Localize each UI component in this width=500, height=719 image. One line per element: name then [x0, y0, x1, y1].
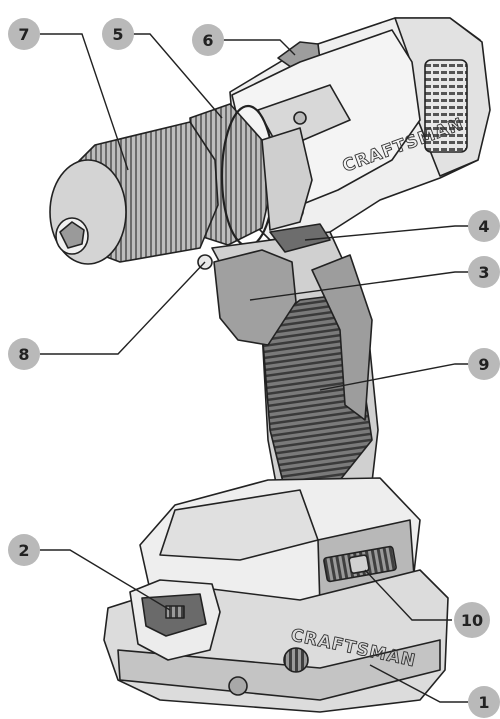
leader-5 [132, 33, 223, 119]
leader-lines [40, 33, 470, 703]
trigger [213, 249, 297, 346]
callout-badges: 7 5 6 4 3 8 9 2 [8, 18, 500, 718]
leader-4 [304, 225, 470, 241]
leader-7 [40, 33, 129, 171]
leader-8 [40, 261, 206, 355]
callout-3: 3 [468, 256, 500, 288]
chuck-jaws [59, 221, 85, 249]
callout-2-label: 2 [18, 541, 29, 560]
callout-9-label: 9 [478, 355, 489, 374]
battery-foot-right [283, 647, 309, 673]
leader-3 [249, 271, 470, 301]
lock-switch [269, 223, 331, 253]
callout-10-label: 10 [461, 611, 483, 630]
rear-vents [424, 59, 468, 153]
callout-6-label: 6 [202, 31, 213, 50]
callout-9: 9 [468, 348, 500, 380]
callout-1-label: 1 [478, 693, 489, 712]
callout-8: 8 [8, 338, 40, 370]
callout-7-label: 7 [18, 25, 29, 44]
callout-10: 10 [454, 602, 490, 638]
callout-5: 5 [102, 18, 134, 50]
callout-2: 2 [8, 534, 40, 566]
leader-6 [218, 39, 296, 56]
callout-1: 1 [468, 686, 500, 718]
leader-2 [40, 549, 171, 611]
callout-5-label: 5 [112, 25, 123, 44]
callout-4: 4 [468, 210, 500, 242]
battery-foot-left [228, 676, 248, 696]
callout-4-label: 4 [478, 217, 489, 236]
leader-10 [364, 569, 452, 621]
callout-8-label: 8 [18, 345, 29, 364]
callout-7: 7 [8, 18, 40, 50]
callout-6: 6 [192, 24, 224, 56]
leader-1 [369, 664, 468, 703]
drill-illustration: CRAFTSMAN CRAFTSMAN [49, 17, 491, 713]
leader-9 [319, 363, 470, 391]
callout-3-label: 3 [478, 263, 489, 282]
